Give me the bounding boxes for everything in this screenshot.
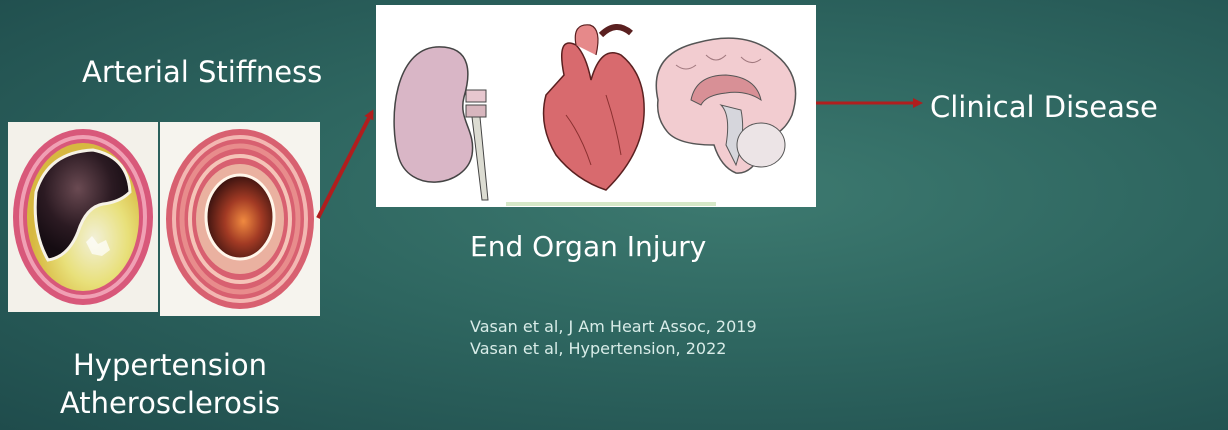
arrow-to-organs [318,112,372,218]
